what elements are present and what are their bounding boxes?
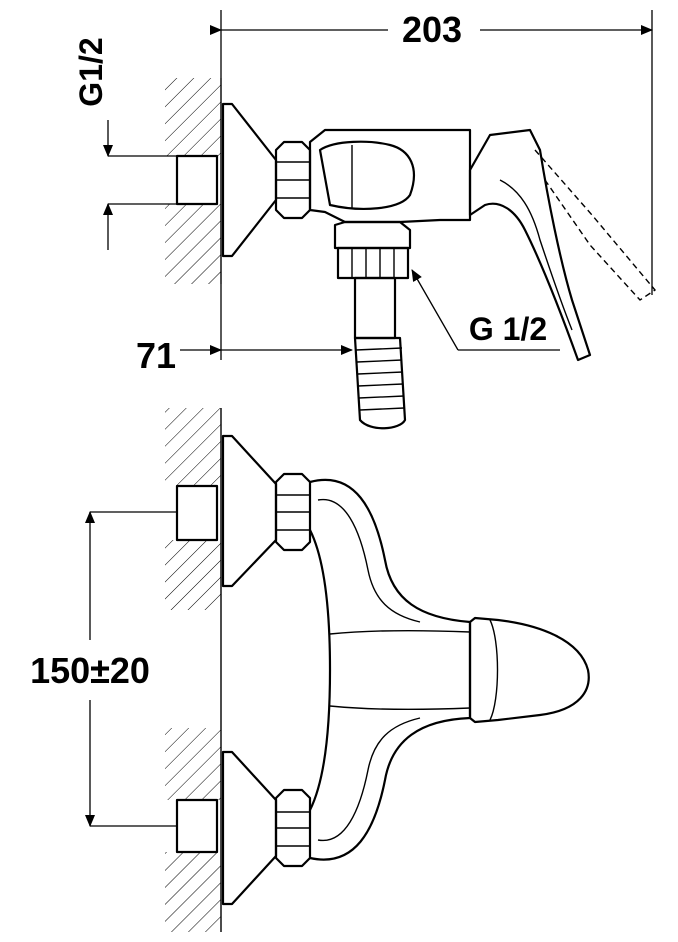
lever-alt-position xyxy=(534,149,657,301)
outlet-spigot xyxy=(353,276,397,340)
escutcheon xyxy=(221,102,278,258)
wall-hatch-upper-b xyxy=(165,540,221,610)
lever-handle xyxy=(468,128,592,362)
wall-hatch-bottom xyxy=(165,204,221,284)
upper-hex-nut xyxy=(274,472,312,552)
wall-hatch-top xyxy=(165,78,221,156)
inlet-pipe xyxy=(175,154,219,206)
lower-escutcheon xyxy=(221,750,278,906)
label-outlet-thread: G 1/2 xyxy=(469,311,547,347)
front-view: 150±20 xyxy=(30,408,590,932)
wall-hatch-upper-a xyxy=(165,408,221,486)
mixer-body xyxy=(308,128,472,224)
label-overall-width: 203 xyxy=(402,9,462,50)
wall-hatch-lower-a xyxy=(165,728,221,800)
front-body-outline xyxy=(308,478,472,861)
outlet-collar xyxy=(333,220,412,250)
wall-hatch-lower-b xyxy=(165,852,221,932)
body-inner-contour xyxy=(318,140,415,210)
front-lever-handle xyxy=(468,616,590,724)
lower-inlet-pipe xyxy=(175,798,219,854)
label-centre-distance: 150±20 xyxy=(30,650,150,691)
hose xyxy=(353,336,407,430)
outlet-nut xyxy=(336,246,410,280)
front-body-inner-arc xyxy=(308,528,332,812)
leader-outlet-thread xyxy=(411,269,459,351)
label-wall-offset: 71 xyxy=(136,335,176,376)
upper-escutcheon xyxy=(221,434,278,588)
label-inlet-thread: G1/2 xyxy=(73,37,109,106)
side-view: 203 G1/2 71 G 1/2 xyxy=(73,9,657,430)
upper-inlet-pipe xyxy=(175,484,219,542)
